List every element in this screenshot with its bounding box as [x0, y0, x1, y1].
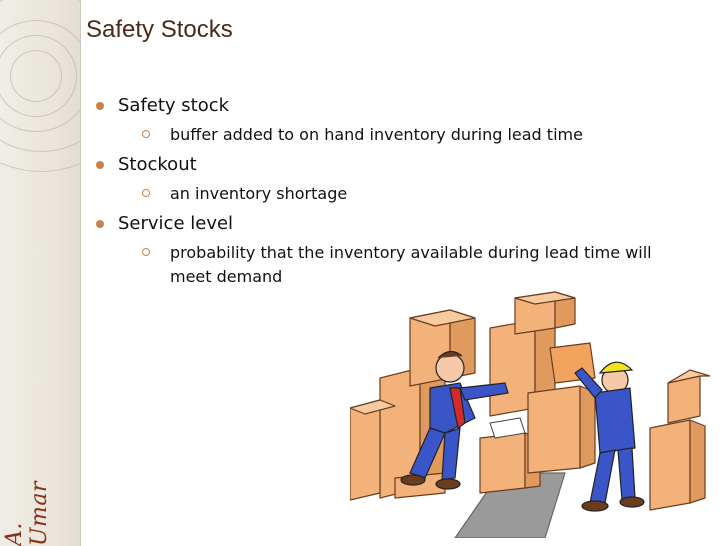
sub-bullet-text: probability that the inventory available… — [170, 243, 652, 286]
sidebar-divider — [80, 0, 81, 546]
bullet-item: Service level — [96, 210, 696, 237]
sub-bullet-circle-icon — [142, 189, 150, 197]
bullet-dot-icon — [96, 161, 104, 169]
decorative-sidebar — [0, 0, 80, 546]
sub-bullet-circle-icon — [142, 130, 150, 138]
stockroom-clipart — [350, 291, 710, 538]
sub-bullet-text: buffer added to on hand inventory during… — [170, 125, 583, 144]
bullet-dot-icon — [96, 102, 104, 110]
bullet-list: Safety stock buffer added to on hand inv… — [96, 92, 696, 293]
sub-bullet-circle-icon — [142, 248, 150, 256]
sub-bullet-item: buffer added to on hand inventory during… — [96, 123, 675, 147]
bullet-item: Safety stock — [96, 92, 696, 119]
sub-bullet-item: probability that the inventory available… — [96, 241, 675, 289]
bullet-label: Stockout — [118, 154, 197, 175]
slide-title: Safety Stocks — [86, 16, 233, 43]
bullet-dot-icon — [96, 220, 104, 228]
bullet-item: Stockout — [96, 151, 696, 178]
bullet-label: Service level — [118, 213, 234, 234]
sub-bullet-text: an inventory shortage — [170, 184, 348, 203]
sub-bullet-item: an inventory shortage — [96, 182, 675, 206]
author-signature: A. Umar — [2, 480, 52, 546]
bullet-label: Safety stock — [118, 95, 230, 116]
